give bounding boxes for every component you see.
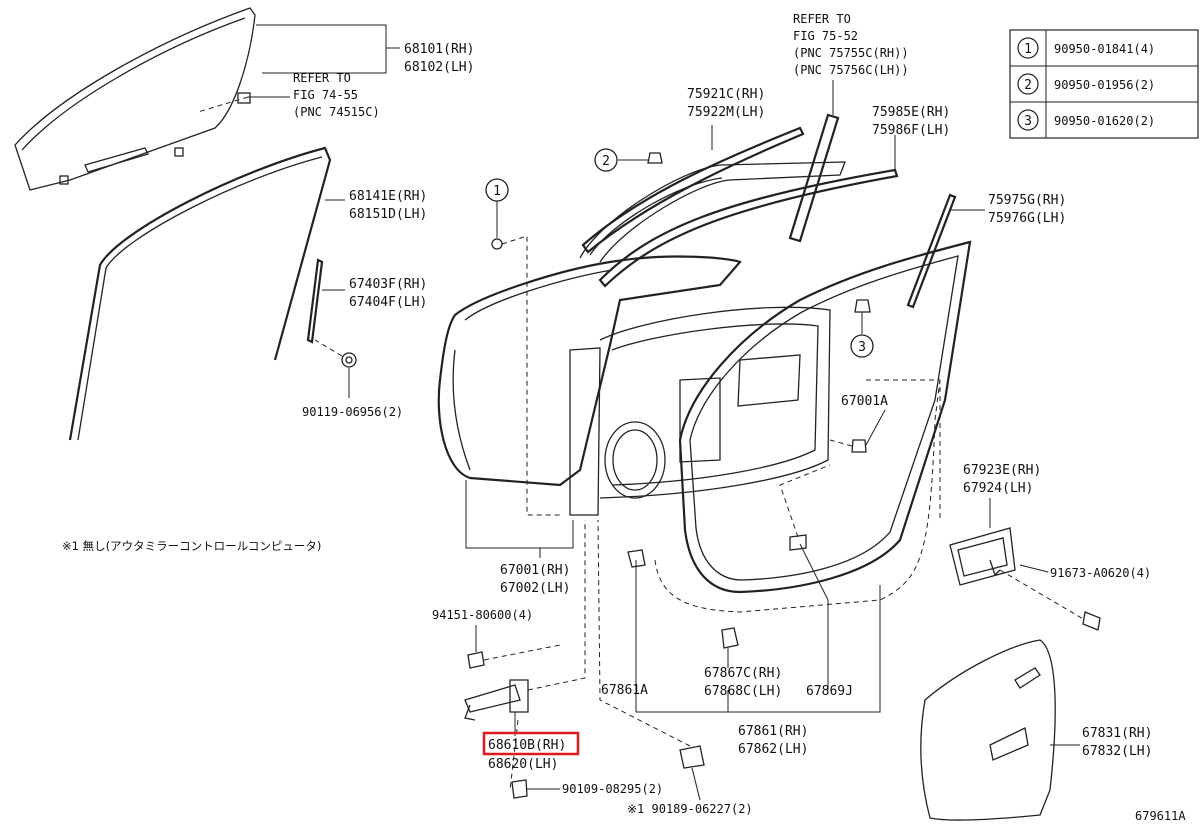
- lock-striker-bracket: [949, 498, 1086, 621]
- clip-part-2: [618, 152, 663, 164]
- label-68620[interactable]: 68620(LH): [488, 757, 558, 772]
- refer-fig75-line2[interactable]: FIG 75-52: [793, 29, 858, 43]
- legend-part: 90950-01841(4): [1054, 42, 1155, 56]
- figure-number: 679611A: [1135, 809, 1186, 823]
- refer-fig74-line3: (PNC 74515C): [293, 105, 380, 119]
- label-68101[interactable]: 68101(RH): [404, 42, 474, 57]
- highlight-box-68610: [482, 731, 580, 756]
- nut-part-3: [854, 299, 871, 334]
- note-1: ※1 無し(アウタミラーコントロールコンピュータ): [62, 539, 321, 553]
- door-frame-moulding: [598, 168, 899, 288]
- label-90109[interactable]: 90109-08295(2): [562, 782, 663, 796]
- label-68141[interactable]: 68141E(RH): [349, 189, 427, 204]
- label-67861A[interactable]: 67861A: [601, 683, 648, 698]
- label-67832[interactable]: 67832(LH): [1082, 744, 1152, 759]
- bolt-90109: [511, 779, 560, 799]
- refer-fig74-line1: REFER TO: [293, 71, 351, 85]
- callout-3: 3: [850, 334, 874, 358]
- label-67002[interactable]: 67002(LH): [500, 581, 570, 596]
- division-bar-seal: [306, 258, 324, 344]
- label-75975[interactable]: 75975G(RH): [988, 193, 1066, 208]
- run-channel: [68, 146, 332, 441]
- label-90189[interactable]: ※1 90189-06227(2): [627, 802, 753, 816]
- label-75985[interactable]: 75985E(RH): [872, 105, 950, 120]
- refer-75-52-part: [788, 113, 840, 243]
- screw-91673: [1082, 611, 1101, 631]
- label-67403[interactable]: 67403F(RH): [349, 277, 427, 292]
- label-68151[interactable]: 68151D(LH): [349, 207, 427, 222]
- legend-num: 2: [1024, 78, 1032, 93]
- door-hinge: [464, 520, 586, 791]
- label-75921[interactable]: 75921C(RH): [687, 87, 765, 102]
- legend-part: 90950-01956(2): [1054, 78, 1155, 92]
- frame-garnish: [906, 193, 957, 309]
- label-90119[interactable]: 90119-06956(2): [302, 405, 403, 419]
- clip-part-1: [491, 201, 560, 516]
- legend-num: 3: [1024, 114, 1032, 129]
- svg-text:2: 2: [602, 154, 610, 169]
- label-68610-highlighted[interactable]: 68610B(RH): [488, 738, 566, 753]
- legend-row-2: 2 90950-01956(2): [1017, 73, 1155, 95]
- refer-fig75-line1: REFER TO: [793, 12, 851, 26]
- refer-fig74-line2[interactable]: FIG 74-55: [293, 88, 358, 102]
- label-75922[interactable]: 75922M(LH): [687, 105, 765, 120]
- label-67923[interactable]: 67923E(RH): [963, 463, 1041, 478]
- label-67867[interactable]: 67867C(RH): [704, 666, 782, 681]
- legend-row-1: 1 90950-01841(4): [1017, 37, 1155, 59]
- legend-part: 90950-01620(2): [1054, 114, 1155, 128]
- callout-1: 1: [485, 178, 509, 202]
- clip-67867: [721, 627, 739, 668]
- svg-text:1: 1: [493, 184, 501, 199]
- label-68102[interactable]: 68102(LH): [404, 60, 474, 75]
- label-67404[interactable]: 67404F(LH): [349, 295, 427, 310]
- label-67861[interactable]: 67861(RH): [738, 724, 808, 739]
- label-75986[interactable]: 75986F(LH): [872, 123, 950, 138]
- clip-67869J: [779, 464, 831, 551]
- label-67001[interactable]: 67001(RH): [500, 563, 570, 578]
- service-hole-cover: [920, 639, 1080, 821]
- label-67868[interactable]: 67868C(LH): [704, 684, 782, 699]
- clip-67861A: [627, 549, 646, 568]
- belt-moulding: [581, 126, 805, 254]
- bolt-94151: [467, 625, 561, 669]
- label-94151[interactable]: 94151-80600(4): [432, 608, 533, 622]
- door-weatherstrip: [678, 240, 972, 594]
- label-67831[interactable]: 67831(RH): [1082, 726, 1152, 741]
- legend-table: 1 90950-01841(4) 2 90950-01956(2) 3 9095…: [1009, 29, 1199, 139]
- label-67869J[interactable]: 67869J: [806, 684, 853, 699]
- legend-num: 1: [1024, 42, 1032, 57]
- legend-row-3: 3 90950-01620(2): [1017, 109, 1155, 131]
- svg-text:3: 3: [858, 340, 866, 355]
- clip-90189: [597, 519, 705, 801]
- screw-90119: [314, 339, 357, 398]
- label-75976[interactable]: 75976G(LH): [988, 211, 1066, 226]
- label-91673[interactable]: 91673-A0620(4): [1050, 566, 1151, 580]
- label-67001A[interactable]: 67001A: [841, 394, 888, 409]
- refer-fig75-line3: (PNC 75755C(RH)): [793, 46, 909, 60]
- nut-67001A: [829, 379, 941, 520]
- refer-fig75-line4: (PNC 75756C(LH)): [793, 63, 909, 77]
- label-67924[interactable]: 67924(LH): [963, 481, 1033, 496]
- label-67862[interactable]: 67862(LH): [738, 742, 808, 757]
- door-glass: [14, 7, 256, 191]
- callout-2: 2: [594, 148, 618, 172]
